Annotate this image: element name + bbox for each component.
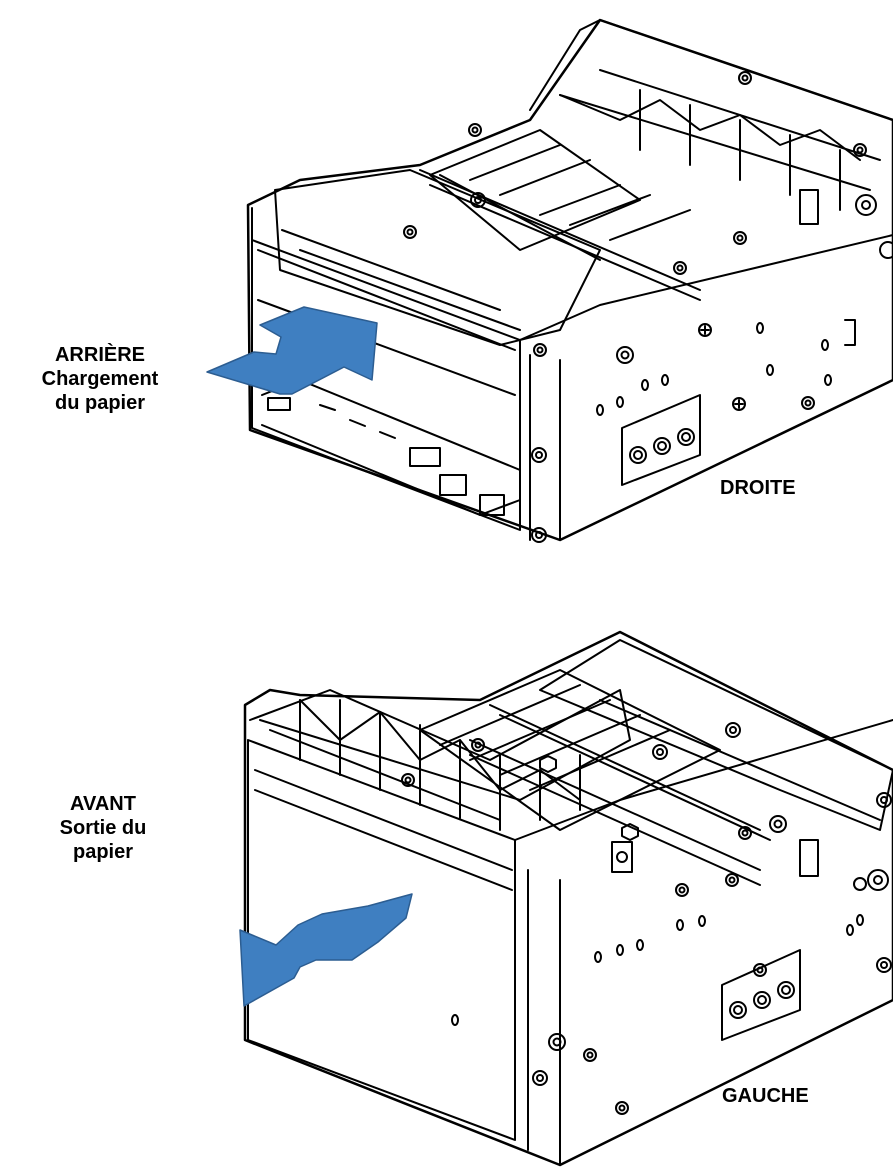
rear-label-line2: Chargement bbox=[41, 368, 159, 390]
front-label-line3: papier bbox=[72, 841, 134, 863]
front-label-line2: Sortie du bbox=[59, 817, 147, 839]
left-side-label: GAUCHE bbox=[722, 1085, 809, 1107]
rear-label-line1: ARRIÈRE bbox=[54, 344, 145, 366]
rear-label-line3: du papier bbox=[54, 392, 145, 414]
paper-load-arrow bbox=[206, 306, 378, 395]
front-paper-exit-label: AVANT Sortie du papier bbox=[28, 792, 178, 864]
paper-exit-arrow bbox=[239, 893, 413, 1007]
front-label-line1: AVANT bbox=[70, 793, 136, 815]
printer-bottom-view bbox=[243, 630, 893, 1167]
printer-top-view bbox=[246, 18, 893, 543]
right-side-label: DROITE bbox=[720, 477, 796, 499]
rear-paper-loading-label: ARRIÈRE Chargement du papier bbox=[20, 343, 180, 415]
